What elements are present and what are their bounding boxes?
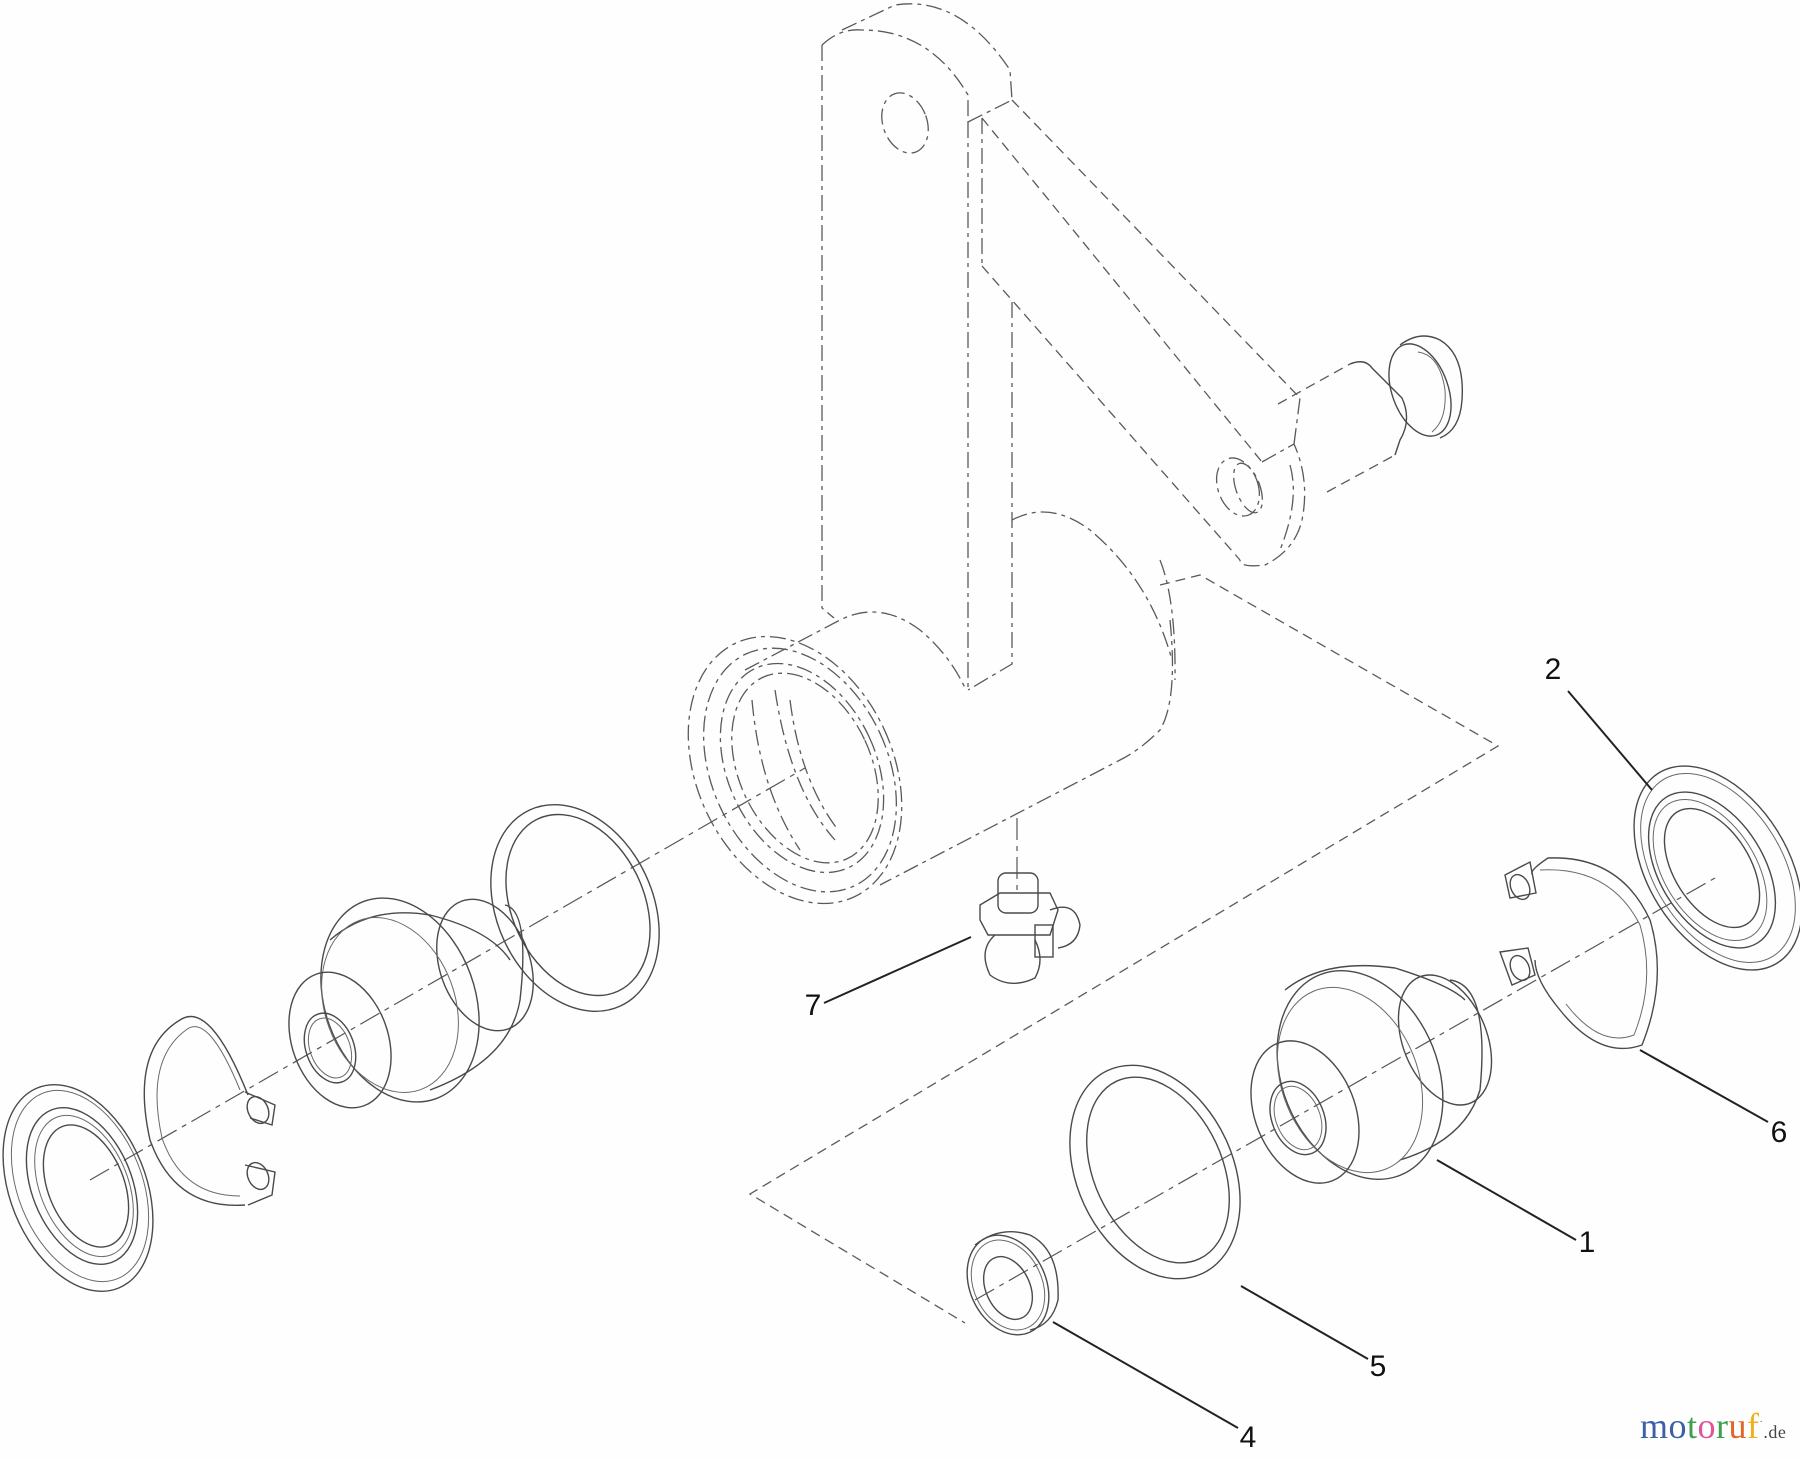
bearing-housing: [687, 559, 1176, 905]
callout-6: 6: [1770, 1116, 1788, 1149]
leader-4: [1052, 1321, 1239, 1429]
logo-letter: t: [1687, 1406, 1698, 1446]
motoruf-watermark-logo: motoruf·.de: [1640, 1408, 1786, 1444]
leader-6: [1639, 1049, 1769, 1123]
axis-right: [974, 877, 1716, 1301]
logo-letter: o: [1697, 1406, 1717, 1446]
leader-lines: [823, 690, 1769, 1429]
logo-letter: f: [1747, 1406, 1760, 1446]
logo-letter: r: [1716, 1406, 1729, 1446]
logo-letter: u: [1728, 1406, 1748, 1446]
o-ring-part-5: [1069, 1064, 1241, 1280]
logo-letter: m: [1640, 1406, 1669, 1446]
callout-5: 5: [1369, 1350, 1387, 1383]
right-bearing-part-1: [1250, 964, 1493, 1184]
logo-letter: o: [1668, 1406, 1688, 1446]
left-o-ring: [490, 804, 660, 1012]
right-retaining-ring-part-6: [1499, 857, 1659, 1050]
axis-left: [89, 767, 806, 1181]
callout-2: 2: [1544, 653, 1562, 686]
arm-stud-roller: [1277, 335, 1464, 493]
logo-tld: .de: [1763, 1422, 1787, 1442]
right-seal-part-2: [1633, 765, 1800, 971]
pivot-arm: [821, 3, 1306, 691]
logo-dot-mark: ·: [1759, 1417, 1764, 1428]
grease-fitting: [979, 872, 1081, 984]
callout-1: 1: [1578, 1226, 1596, 1259]
leader-2: [1567, 690, 1653, 791]
assembly-boundary: [748, 574, 1500, 1324]
spacer-part-4: [966, 1231, 1059, 1336]
leader-1: [1436, 1159, 1577, 1241]
callout-4: 4: [1239, 1421, 1257, 1454]
callout-7: 7: [804, 989, 822, 1022]
leader-7: [823, 936, 972, 1004]
left-seal: [2, 1083, 154, 1293]
left-retaining-ring: [143, 1015, 276, 1207]
left-bearing: [288, 897, 534, 1109]
leader-5: [1240, 1285, 1369, 1360]
